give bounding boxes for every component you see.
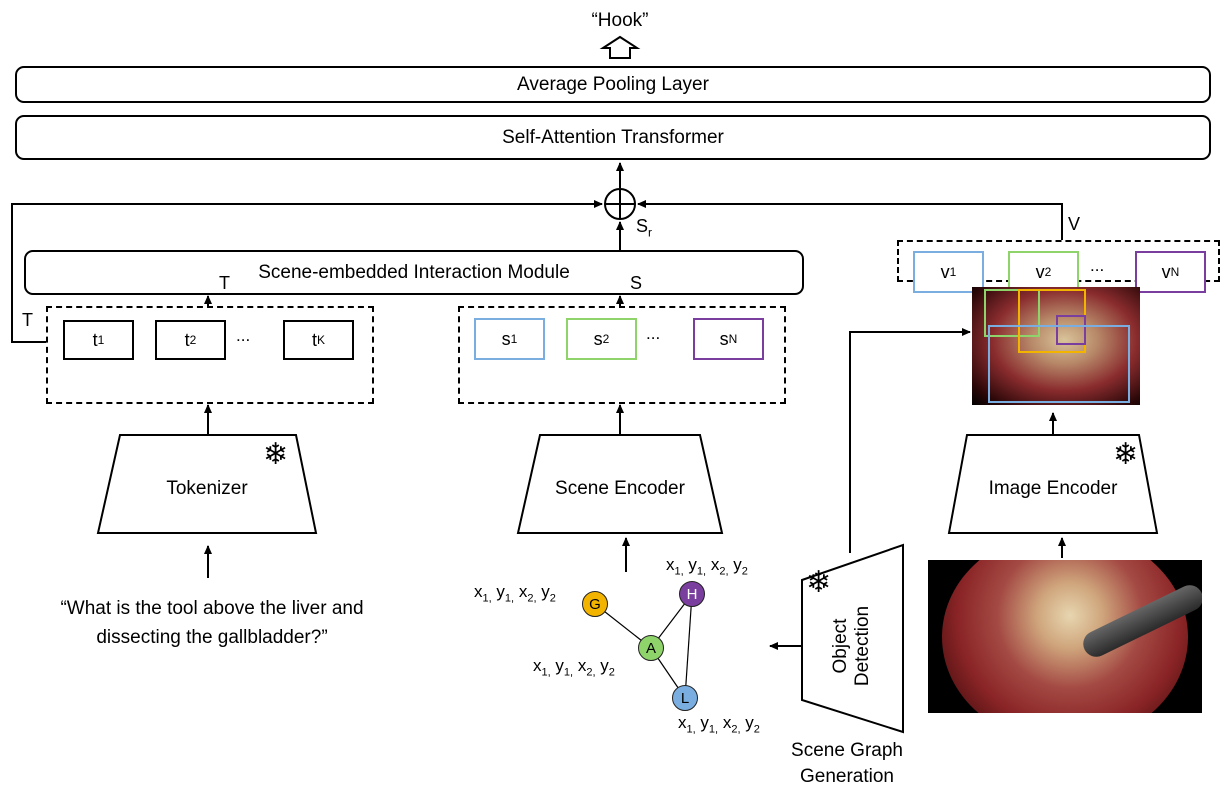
object-detection-shape: [801, 543, 904, 734]
node-l-coordinates: x1, y1, x2, y2: [678, 713, 760, 736]
average-pooling-layer: Average Pooling Layer: [15, 66, 1211, 103]
detection-box-green: [984, 289, 1040, 337]
text-token-group: [46, 306, 374, 404]
graph-node-g: G: [582, 591, 608, 617]
scene-token-ellipsis: ...: [646, 324, 661, 343]
image-encoder-label: Image Encoder: [988, 478, 1118, 499]
self-attention-transformer: Self-Attention Transformer: [15, 115, 1211, 160]
snowflake-icon: ❄: [1113, 438, 1139, 471]
visual-token-ellipsis: ...: [1090, 256, 1105, 275]
tokenizer-shape: [96, 434, 318, 534]
image-encoder-shape: [947, 434, 1159, 534]
detection-box-purple: [1056, 315, 1086, 345]
t-skip-label: T: [22, 310, 33, 330]
s-label: S: [630, 273, 643, 293]
sum-output-label: Sr: [636, 216, 653, 240]
scene-encoder-label: Scene Encoder: [555, 478, 685, 499]
node-g-coordinates: x1, y1, x2, y2: [474, 582, 556, 605]
output-label: “Hook”: [591, 10, 649, 31]
graph-node-l: L: [672, 685, 698, 711]
node-a-coordinates: x1, y1, x2, y2: [533, 656, 615, 679]
graph-node-h: H: [679, 581, 705, 607]
surgical-frame-image: [928, 560, 1202, 713]
v-label: V: [1068, 214, 1081, 234]
node-h-coordinates: x1, y1, x2, y2: [666, 555, 748, 578]
snowflake-icon: ❄: [806, 566, 832, 599]
detection-box-blue: [988, 325, 1130, 403]
tokenizer-label: Tokenizer: [166, 478, 248, 499]
question-text: “What is the tool above the liver and di…: [60, 598, 364, 648]
text-token-ellipsis: ...: [236, 326, 251, 345]
snowflake-icon: ❄: [263, 438, 289, 471]
scene-encoder-shape: [516, 434, 724, 534]
scene-graph-generation-label: Scene Graph Generation: [791, 740, 903, 787]
detected-frame-image: [972, 287, 1140, 405]
object-detection-label: Object Detection: [830, 605, 873, 687]
output-arrow: [599, 35, 641, 59]
scene-embedded-interaction-module: Scene-embedded Interaction Module: [24, 250, 804, 295]
t-label: T: [219, 273, 230, 293]
graph-node-a: A: [638, 635, 664, 661]
scene-token-group: [458, 306, 786, 404]
